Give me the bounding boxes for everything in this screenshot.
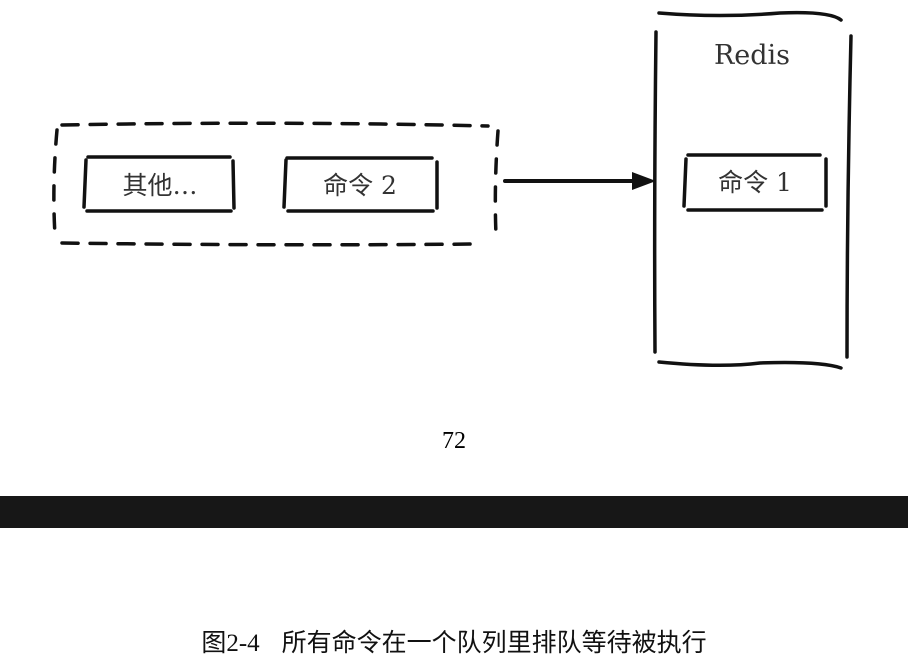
queue-group-left-border	[52, 128, 59, 237]
redis-queue-diagram: 其他… 命令 2 Redis 命令 1	[52, 10, 853, 370]
queue-item-others: 其他…	[82, 155, 236, 213]
queue-group-top-border	[60, 121, 490, 128]
queue-item-command-2-label: 命令 2	[323, 171, 397, 200]
redis-server-bottom-border	[657, 360, 843, 370]
queue-item-others-frame	[82, 155, 236, 213]
redis-server-title: Redis	[714, 40, 790, 71]
arrow-icon	[503, 172, 656, 190]
figure-caption-text: 所有命令在一个队列里排队等待被执行	[281, 630, 707, 657]
queue-group-bottom-border	[60, 241, 478, 247]
queue-group	[52, 121, 500, 247]
page-divider-band	[0, 496, 908, 528]
queue-group-right-border	[493, 129, 500, 237]
page-number: 72	[442, 428, 466, 454]
redis-server	[652, 10, 853, 370]
redis-server-right-border	[845, 34, 853, 359]
queue-item-command-2: 命令 2	[282, 156, 439, 213]
executing-command-frame	[682, 153, 828, 212]
executing-command-label: 命令 1	[718, 168, 792, 197]
redis-server-left-border	[652, 30, 658, 354]
figure-id: 图2-4	[201, 630, 260, 657]
redis-server-top-border	[657, 10, 843, 22]
executing-command: 命令 1	[682, 153, 828, 212]
figure-caption: 图2-4 所有命令在一个队列里排队等待被执行	[0, 623, 908, 659]
queue-item-command-2-frame	[282, 156, 439, 213]
queue-item-others-label: 其他…	[122, 171, 197, 200]
